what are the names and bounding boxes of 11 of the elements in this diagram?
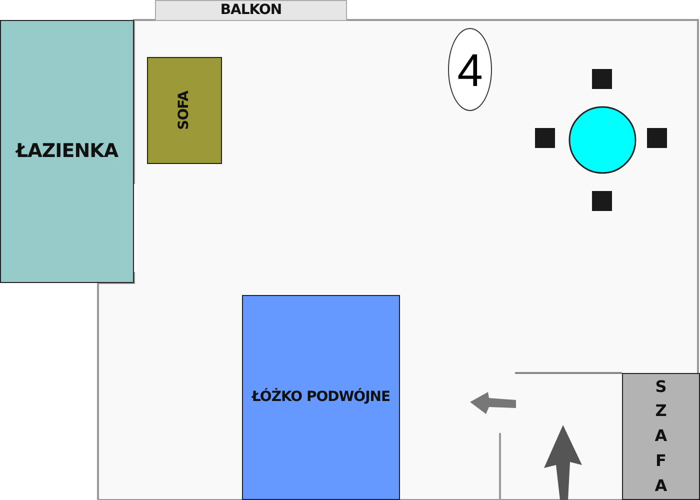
furniture-label: SZAFA — [654, 376, 668, 497]
room-label: BALKON — [220, 1, 282, 20]
balcony-area — [155, 0, 347, 21]
bed-block — [242, 295, 400, 500]
sofa-block — [147, 57, 222, 164]
room-label: ŁÓŻKO PODWÓJNE — [252, 388, 390, 407]
wardrobe-block — [622, 373, 700, 500]
room-label: ŁAZIENKA — [16, 138, 118, 164]
bathroom-area — [0, 20, 134, 283]
furniture-label: SOFA — [175, 91, 194, 130]
room-number: 4 — [457, 46, 483, 92]
